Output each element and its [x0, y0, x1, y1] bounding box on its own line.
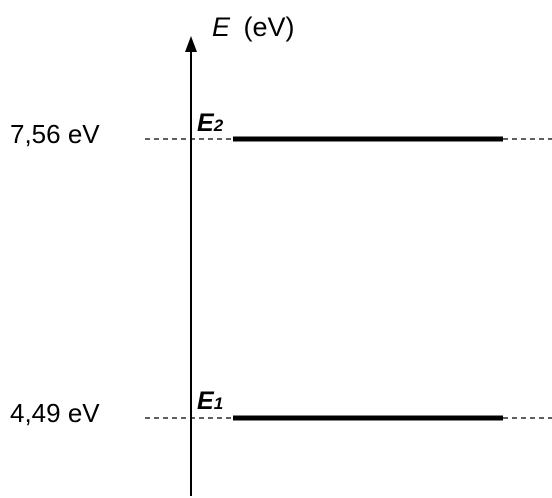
level-value-label: 7,56 eV	[10, 119, 100, 149]
energy-level-1: 4,49 eV E1	[10, 387, 552, 428]
energy-level-2: 7,56 eV E2	[10, 109, 552, 149]
axis-label: E (eV)	[212, 12, 295, 42]
level-index: 2	[213, 116, 224, 135]
level-name-label: E2	[197, 109, 224, 137]
axis-unit: (eV)	[244, 12, 295, 42]
level-index: 1	[214, 394, 223, 413]
level-symbol: E	[197, 109, 215, 137]
level-name-label: E1	[197, 387, 223, 415]
level-symbol: E	[197, 387, 215, 415]
level-value-label: 4,49 eV	[10, 398, 100, 428]
axis-arrowhead	[185, 36, 197, 52]
axis-symbol: E	[212, 12, 231, 42]
